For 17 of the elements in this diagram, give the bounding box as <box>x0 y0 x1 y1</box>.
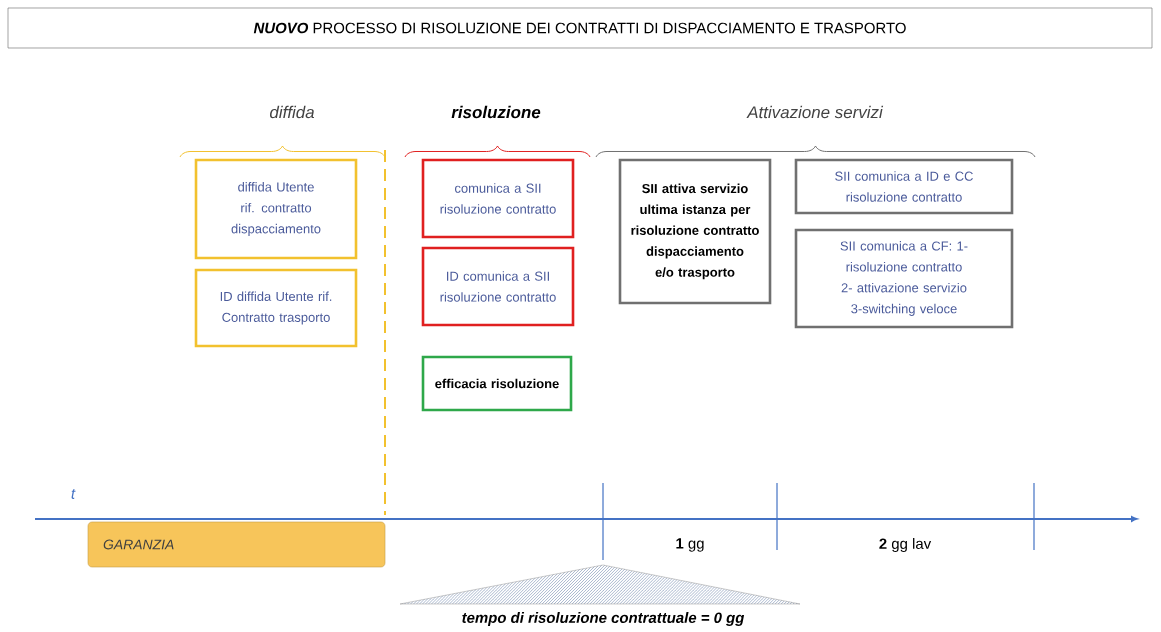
caption-text: tempo di risoluzione contrattuale = 0 gg <box>462 612 745 626</box>
process-box: comunica a SII risoluzione contratto <box>421 158 575 239</box>
process-box: SII comunica a ID e CC risoluzione contratto <box>794 158 1014 215</box>
process-box: SII comunica a CF: 1- risoluzione contratto 2- attivazione servizio 3-switching veloce <box>794 228 1014 329</box>
interval-label: 1 gg <box>676 538 704 552</box>
process-box: ID diffida Utente rif. Contratto trasporto <box>194 268 358 348</box>
interval-label: 2 gg lav <box>879 538 932 552</box>
process-box: diffida Utente rif. contratto dispacciamento <box>194 158 358 260</box>
process-box: efficacia risoluzione <box>421 355 573 412</box>
heading: risoluzione <box>451 105 541 119</box>
heading: diffida <box>270 105 314 119</box>
process-box: ID comunica a SII risoluzione contratto <box>421 246 575 327</box>
axis-label: t <box>71 489 76 499</box>
process-box: SII attiva servizio ultima istanza per risoluzione contratto dispacciamento e/o trasporto <box>618 158 772 305</box>
title-box: NUOVO PROCESSO DI RISOLUZIONE DEI CONTRATTI DI DISPACCIAMENTO E TRASPORTO <box>7 7 1153 49</box>
heading: Attivazione servizi <box>746 105 884 119</box>
guarantee-bar: GARANZIA <box>87 521 386 568</box>
